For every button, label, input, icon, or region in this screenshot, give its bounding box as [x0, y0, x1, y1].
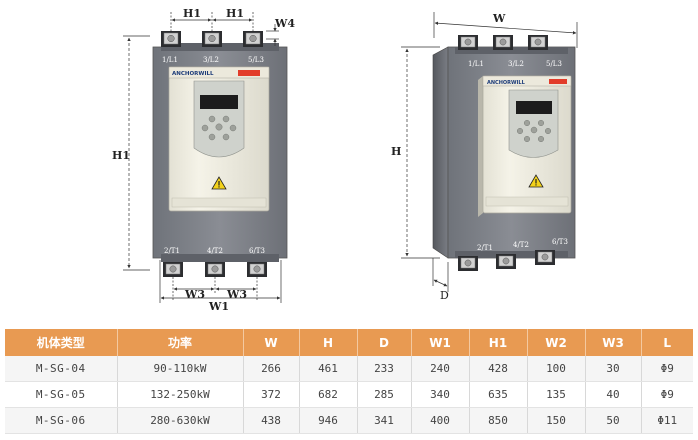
cell-w: 372 — [243, 381, 300, 408]
dim-d: D — [440, 289, 449, 302]
cell-model: M-SG-06 — [5, 407, 118, 434]
controller-body: ANCHORWILL — [168, 66, 270, 212]
label-4t2: 4/T2 — [207, 247, 223, 255]
side-controller-body: ANCHORWILL — [478, 75, 572, 217]
cell-h1: 428 — [469, 356, 528, 382]
table-header-row: 机体类型 功率 W H D W1 H1 W2 W3 L — [5, 329, 693, 356]
side-label-2t1: 2/T1 — [477, 244, 493, 252]
dim-h: H — [391, 145, 401, 158]
cell-w2: 100 — [527, 356, 586, 382]
warning-icon — [211, 176, 227, 190]
cell-h: 946 — [299, 407, 358, 434]
cell-l: Φ9 — [641, 356, 693, 382]
dimension-drawing: 1/L1 3/L2 5/L3 ANCHORWILL — [112, 7, 578, 313]
col-header-w2: W2 — [527, 329, 586, 356]
brand-accent — [238, 70, 260, 76]
cell-w1: 400 — [411, 407, 470, 434]
side-brand-logo: ANCHORWILL — [487, 80, 526, 86]
cell-l: Φ9 — [641, 381, 693, 408]
label-5l3: 5/L3 — [248, 56, 264, 64]
side-panel — [432, 46, 449, 259]
table-row: M-SG-04 90-110kW 266 461 233 240 428 100… — [5, 356, 693, 382]
col-header-h: H — [299, 329, 358, 356]
col-header-d: D — [357, 329, 412, 356]
col-header-l: L — [641, 329, 693, 356]
cell-power: 90-110kW — [117, 356, 244, 382]
cell-h: 461 — [299, 356, 358, 382]
dim-h1-left: H1 — [183, 7, 201, 20]
side-warning-icon — [528, 174, 544, 188]
terminal-l3 — [243, 31, 263, 47]
label-6t3: 6/T3 — [249, 247, 265, 255]
dim-w4: W4 — [274, 17, 295, 30]
cell-d: 285 — [357, 381, 412, 408]
side-lcd-display — [516, 101, 552, 114]
top-terminals — [161, 31, 263, 47]
col-header-w1: W1 — [411, 329, 470, 356]
side-label-4t2: 4/T2 — [513, 241, 529, 249]
terminal-l1 — [161, 31, 181, 47]
col-header-power: 功率 — [117, 329, 244, 356]
terminal-l2 — [202, 31, 222, 47]
cell-w: 266 — [243, 356, 300, 382]
spec-table: 机体类型 功率 W H D W1 H1 W2 W3 L M-SG-04 90-1… — [5, 329, 693, 434]
dim-h1-side: H1 — [112, 149, 130, 162]
vent-strip — [171, 197, 267, 208]
cell-w: 438 — [243, 407, 300, 434]
cell-w2: 135 — [527, 381, 586, 408]
cell-h1: 635 — [469, 381, 528, 408]
label-3l2: 3/L2 — [203, 56, 219, 64]
bottom-bar — [161, 254, 279, 262]
lcd-display — [200, 95, 238, 109]
cell-l: Φ11 — [641, 407, 693, 434]
front-dimensions — [123, 12, 282, 303]
cell-power: 280-630kW — [117, 407, 244, 434]
side-view: 1/L1 3/L2 5/L3 ANCHORWILL — [391, 12, 578, 302]
keypad-panel — [193, 80, 245, 158]
bottom-terminals — [163, 262, 267, 277]
dim-w: W — [492, 12, 506, 25]
front-view: 1/L1 3/L2 5/L3 ANCHORWILL — [112, 7, 295, 313]
cell-model: M-SG-05 — [5, 381, 118, 408]
cell-power: 132-250kW — [117, 381, 244, 408]
cell-w3: 40 — [585, 381, 642, 408]
side-label-3l2: 3/L2 — [508, 60, 524, 68]
side-dimensions — [401, 12, 578, 292]
table-row: M-SG-06 280-630kW 438 946 341 400 850 15… — [5, 407, 693, 434]
cell-w3: 30 — [585, 356, 642, 382]
side-label-1l1: 1/L1 — [468, 60, 484, 68]
dim-w3-right: W3 — [226, 288, 247, 301]
cell-w1: 340 — [411, 381, 470, 408]
cell-h: 682 — [299, 381, 358, 408]
cell-model: M-SG-04 — [5, 356, 118, 382]
side-label-5l3: 5/L3 — [546, 60, 562, 68]
dim-w1: W1 — [208, 300, 229, 313]
terminal-t2 — [205, 262, 225, 277]
cell-h1: 850 — [469, 407, 528, 434]
cell-w2: 150 — [527, 407, 586, 434]
cell-w3: 50 — [585, 407, 642, 434]
col-header-h1: H1 — [469, 329, 528, 356]
cell-d: 341 — [357, 407, 412, 434]
cell-d: 233 — [357, 356, 412, 382]
col-header-w3: W3 — [585, 329, 642, 356]
side-label-6t3: 6/T3 — [552, 238, 568, 246]
label-1l1: 1/L1 — [162, 56, 178, 64]
keypad-buttons — [201, 115, 237, 141]
brand-logo: ANCHORWILL — [172, 71, 214, 77]
terminal-t1 — [163, 262, 183, 277]
cell-w1: 240 — [411, 356, 470, 382]
col-header-model: 机体类型 — [5, 329, 118, 356]
side-top-terminals — [458, 35, 548, 50]
label-2t1: 2/T1 — [164, 247, 180, 255]
col-header-w: W — [243, 329, 300, 356]
terminal-t3 — [247, 262, 267, 277]
side-bottom-terminals — [458, 250, 555, 271]
dim-w3-left: W3 — [184, 288, 205, 301]
dim-h1-right: H1 — [226, 7, 244, 20]
table-row: M-SG-05 132-250kW 372 682 285 340 635 13… — [5, 381, 693, 408]
